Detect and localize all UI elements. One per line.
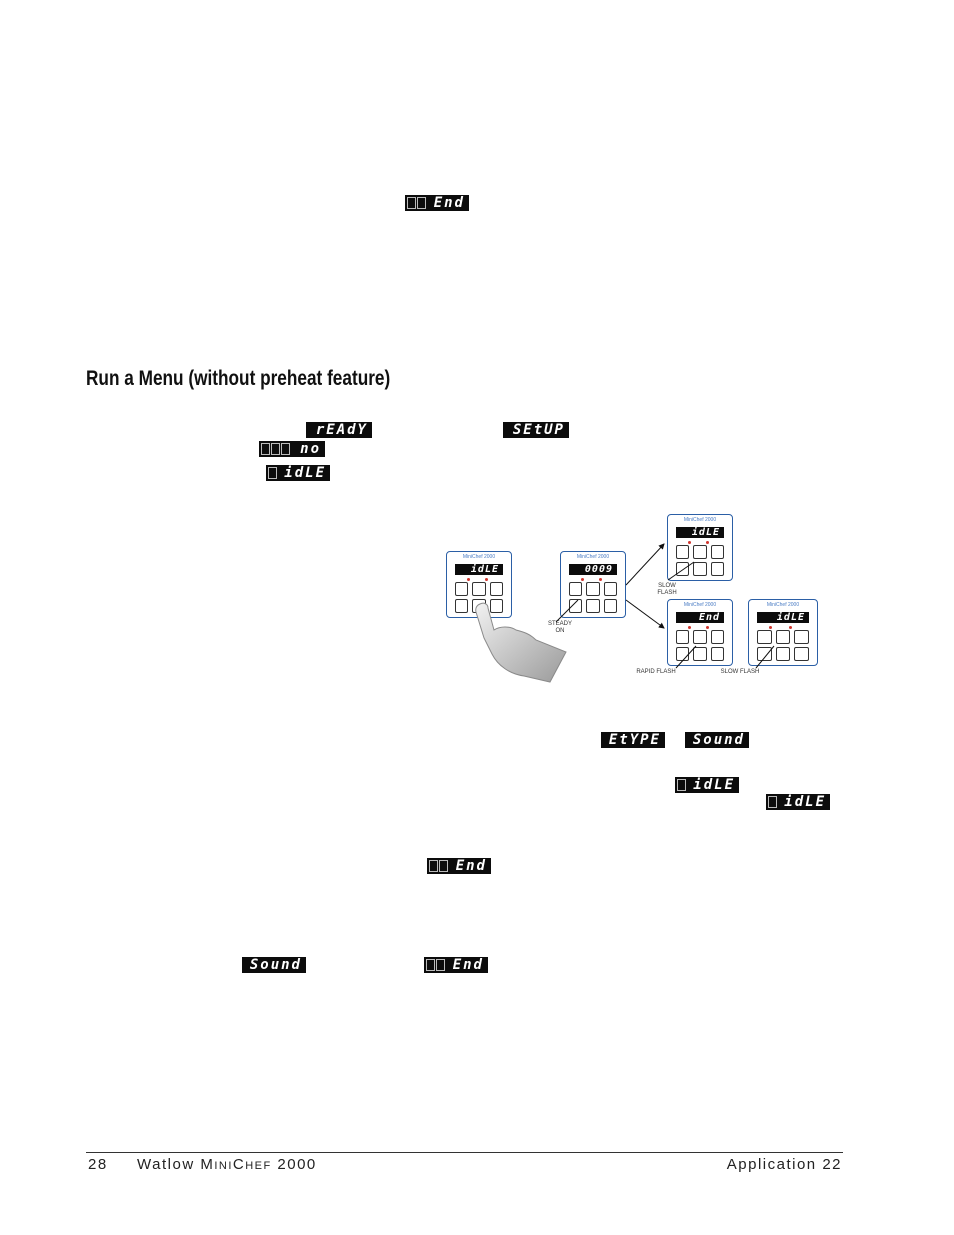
idle-display-1: idLE [266, 465, 330, 481]
end-display-top: End [405, 195, 469, 211]
section-title: Run a Menu (without preheat feature) [86, 367, 391, 390]
controller-panel-end: MiniChef 2000 End [667, 599, 733, 666]
controller-panel-idle-final: MiniChef 2000 idLE [748, 599, 818, 666]
controller-panel-idle-slow: MiniChef 2000 idLE [667, 514, 733, 581]
sound-display-1: Sound [685, 732, 749, 748]
idle-display-3: idLE [766, 794, 830, 810]
footer-application: Application 22 [726, 1156, 842, 1173]
footer-left: 28 Watlow MINICHEF 2000 [88, 1156, 317, 1173]
slow-flash-label-1: SLOW FLASH [657, 583, 677, 596]
panel-brand: MiniChef 2000 [683, 602, 717, 608]
footer-model: 2000 [277, 1156, 317, 1173]
footer-rule [86, 1152, 843, 1153]
slow-flash-label-2: SLOW FLASH [720, 669, 760, 675]
panel-brand: MiniChef 2000 [462, 554, 496, 560]
panel-display: idLE [676, 527, 724, 538]
footer-product: MINICHEF [200, 1156, 272, 1173]
controller-panel-idle: MiniChef 2000 idLE [446, 551, 512, 618]
page-number: 28 [88, 1156, 108, 1173]
panel-brand: MiniChef 2000 [683, 517, 717, 523]
footer-brand: Watlow [137, 1156, 195, 1173]
ready-display: rEAdY [306, 422, 372, 438]
end-display-bottom: End [424, 957, 488, 973]
etype-display: EtYPE [601, 732, 665, 748]
panel-display: End [676, 612, 724, 623]
no-display: no [259, 441, 325, 457]
end-display-mid: End [427, 858, 491, 874]
panel-display: idLE [455, 564, 503, 575]
panel-brand: MiniChef 2000 [576, 554, 610, 560]
sound-display-2: Sound [242, 957, 306, 973]
rapid-flash-label: RAPID FLASH [636, 669, 676, 675]
figure-arrows [555, 543, 775, 669]
idle-display-2: idLE [675, 777, 739, 793]
steady-on-label: STEADY ON [547, 621, 572, 634]
panel-brand: MiniChef 2000 [766, 602, 800, 608]
setup-display: SEtUP [503, 422, 569, 438]
panel-display: idLE [757, 612, 809, 623]
pressing-hand-icon [475, 602, 567, 683]
panel-display: 0009 [569, 564, 617, 575]
